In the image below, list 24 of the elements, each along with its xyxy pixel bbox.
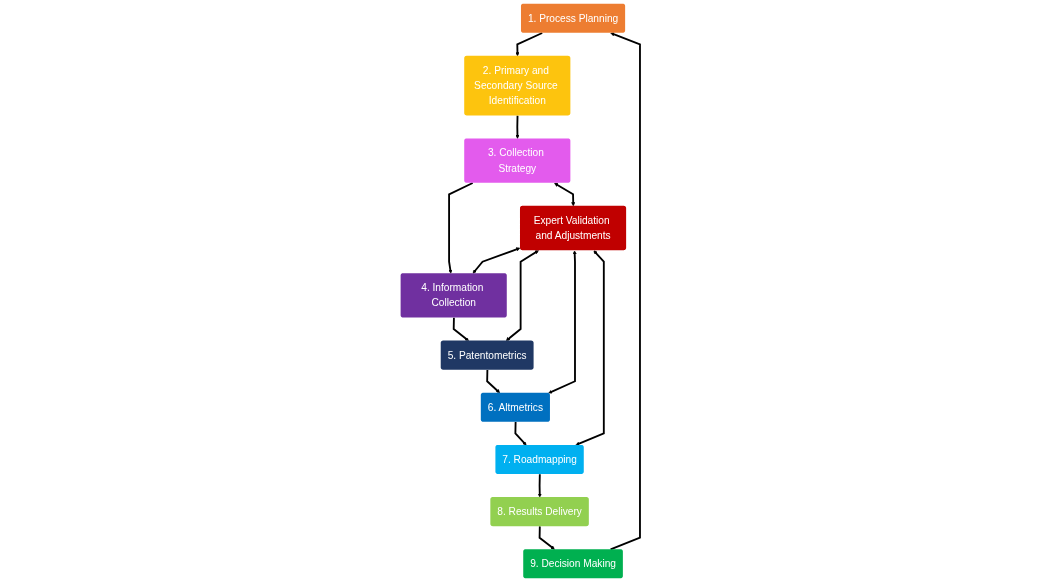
arrow [447,182,474,274]
node-box: 7. Roadmapping [495,444,584,474]
node-box: 6. Altmetrics [480,392,550,422]
arrow [485,369,500,394]
node-box: 1. Process Planning [520,3,625,33]
node-box: 4. Information Collection [400,273,507,318]
arrow [452,316,469,342]
node-box: 9. Decision Making [522,549,623,579]
node-box: 5. Patentometrics [440,340,534,370]
arrow [515,114,520,139]
node-box: 8. Results Delivery [490,497,589,527]
arrow [548,250,577,394]
arrow [515,32,543,57]
arrow [514,421,527,446]
arrow [472,247,520,274]
node-box: 2. Primary and Secondary Source Identification [463,55,571,116]
arrow [537,473,542,498]
arrow [575,250,605,446]
arrow [553,182,575,207]
arrow [609,32,641,551]
node-box: Expert Validation and Adjustments [519,205,626,251]
arrow [538,525,555,550]
arrow [505,250,539,342]
node-box: 3. Collection Strategy [463,138,571,183]
